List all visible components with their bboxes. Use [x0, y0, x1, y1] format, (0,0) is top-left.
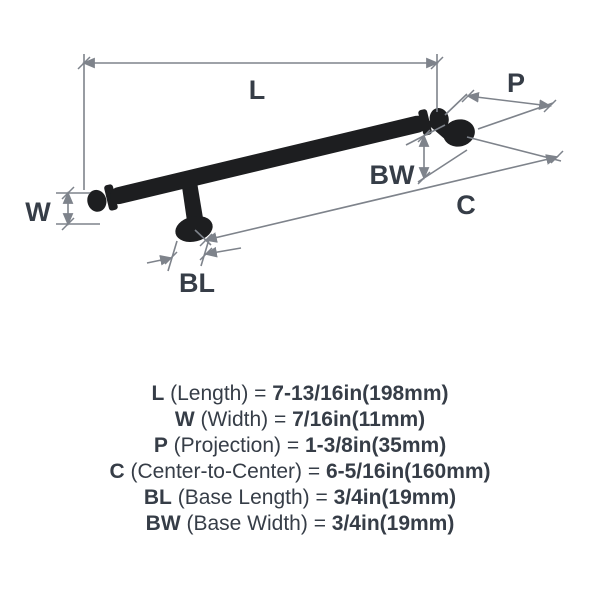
right-end-cap — [429, 108, 449, 130]
dimension-P: P — [444, 68, 557, 130]
extension-line — [466, 136, 562, 162]
legend-desc: (Projection) = — [167, 434, 305, 457]
legend-row-base-width: BW (Base Width) = 3/4in(19mm) — [0, 511, 600, 537]
legend-key: W — [174, 408, 195, 431]
dim-label-BL: BL — [179, 268, 215, 298]
legend-key: P — [153, 434, 168, 457]
arrow-line — [204, 246, 242, 258]
dim-label-C: C — [456, 190, 476, 220]
legend-key: L — [151, 382, 165, 405]
legend-desc: (Center-to-Center) = — [124, 460, 326, 483]
hatch-tick — [550, 150, 564, 164]
legend-value: 7-13/16in(198mm) — [272, 382, 449, 405]
legend-value: 3/4in(19mm) — [333, 486, 457, 509]
legend-row-base-length: BL (Base Length) = 3/4in(19mm) — [0, 485, 600, 511]
hatch-tick — [430, 56, 444, 70]
legend-row-length: L (Length) = 7-13/16in(198mm) — [0, 381, 600, 407]
arrow-line — [146, 254, 173, 266]
dimension-line — [466, 91, 552, 111]
hatch-tick — [61, 217, 75, 231]
dimension-W: W — [25, 186, 100, 231]
hatch-tick — [543, 99, 557, 113]
legend-value: 6-5/16in(160mm) — [325, 460, 491, 483]
dim-label-P: P — [507, 68, 525, 98]
extension-line — [444, 93, 468, 116]
dim-label-W: W — [25, 197, 51, 227]
legend-value: 7/16in(11mm) — [292, 408, 426, 431]
right-collar-ring — [418, 109, 432, 136]
legend-key: BL — [143, 486, 172, 509]
dim-label-BW: BW — [370, 160, 415, 190]
dimension-diagram: L P BW C — [25, 54, 564, 298]
hatch-tick — [461, 89, 475, 103]
hatch-tick — [199, 247, 213, 261]
dimension-line — [204, 154, 559, 243]
legend-row-center-to-center: C (Center-to-Center) = 6-5/16in(160mm) — [0, 459, 600, 485]
extension-line — [477, 102, 554, 130]
left-post — [181, 176, 204, 228]
hatch-tick — [77, 56, 91, 70]
legend-value: 3/4in(19mm) — [331, 512, 455, 535]
legend-key: C — [109, 460, 125, 483]
hatch-tick — [417, 129, 431, 143]
legend-key: BW — [145, 512, 181, 535]
legend-row-width: W (Width) = 7/16in(11mm) — [0, 407, 600, 433]
legend-desc: (Length) = — [164, 382, 273, 405]
legend-desc: (Width) = — [194, 408, 293, 431]
cabinet-pull-handle — [87, 108, 475, 242]
dimension-L: L — [77, 54, 444, 190]
hatch-tick — [61, 186, 75, 200]
legend-row-projection: P (Projection) = 1-3/8in(35mm) — [0, 433, 600, 459]
legend-desc: (Base Length) = — [171, 486, 334, 509]
right-base-disc — [443, 119, 475, 147]
dimension-BL: BL — [146, 235, 242, 298]
legend-value: 1-3/8in(35mm) — [304, 434, 447, 457]
left-base-disc — [175, 216, 213, 242]
dimension-legend: L (Length) = 7-13/16in(198mm) W (Width) … — [0, 381, 600, 537]
dimension-C: C — [194, 136, 564, 247]
legend-desc: (Base Width) = — [180, 512, 332, 535]
left-end-cap — [87, 189, 107, 212]
hatch-tick — [164, 251, 178, 265]
dim-label-L: L — [249, 75, 266, 105]
